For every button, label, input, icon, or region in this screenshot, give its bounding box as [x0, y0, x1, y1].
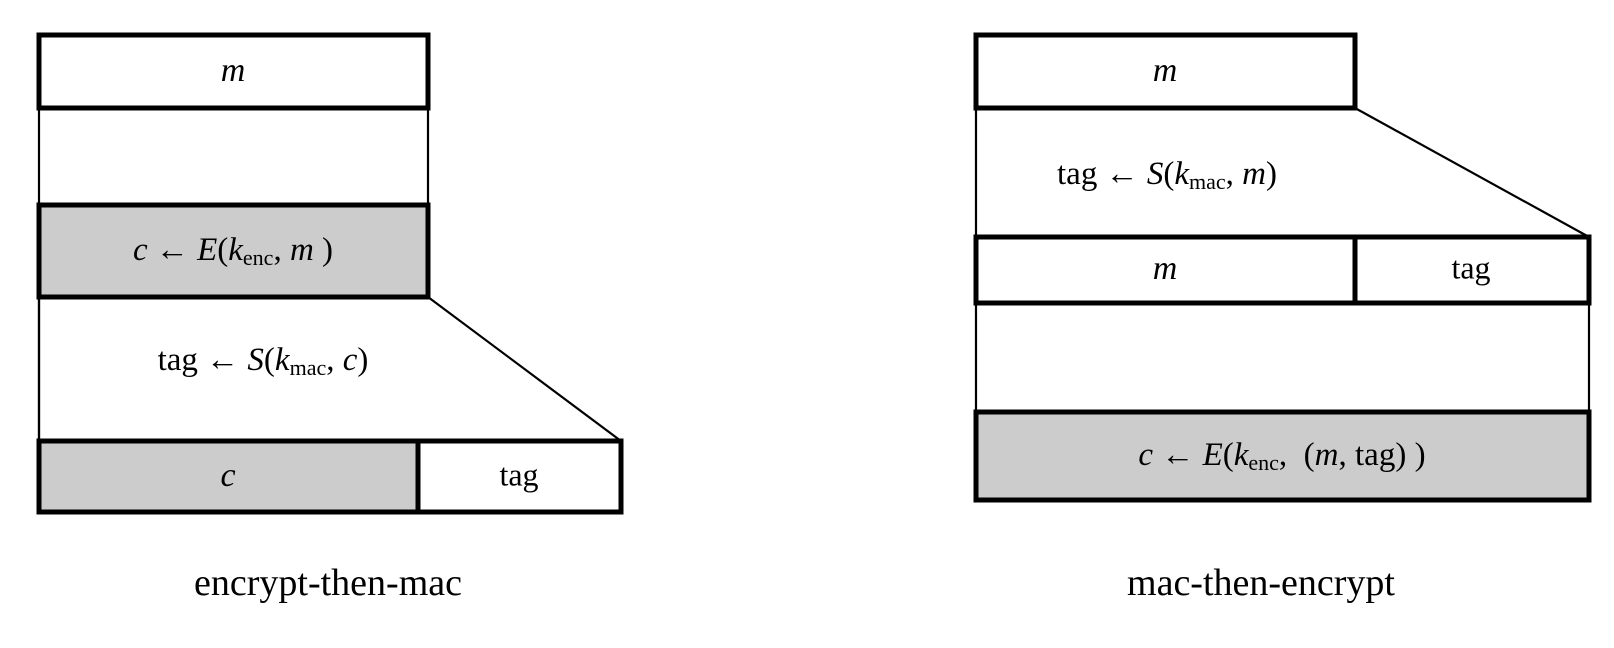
mte-enc-subscript: enc: [1248, 450, 1279, 475]
etm-mac-lparen: (: [264, 342, 275, 378]
mte-mac-rparen: ): [1266, 156, 1277, 192]
mte-enc-k: k: [1234, 437, 1250, 473]
etm-output-c-fill: [39, 441, 418, 512]
mte-message-label: m: [1153, 52, 1178, 89]
mte-mac-comma: ,: [1226, 156, 1243, 192]
etm-enc-E: E: [196, 232, 217, 268]
etm-enc-subscript: enc: [243, 245, 274, 270]
etm-mac-c: c: [343, 342, 358, 378]
etm-enc-c: c: [133, 232, 148, 268]
mte-mac-S: S: [1147, 156, 1164, 192]
etm-output-box: [36, 438, 624, 515]
etm-enc-k: k: [228, 232, 244, 268]
mte-encrypt-expression: c ← E(kenc, (m, tag) ): [1138, 437, 1425, 475]
mte-mac-lparen: (: [1163, 156, 1174, 192]
caption-encrypt-then-mac: encrypt-then-mac: [194, 562, 462, 604]
mte-mac-arrow: ←: [1097, 156, 1147, 192]
caption-mac-then-encrypt: mac-then-encrypt: [1127, 562, 1395, 604]
etm-enc-rparen: ): [314, 232, 333, 268]
mte-mac-tag: tag: [1057, 156, 1097, 192]
mte-intermediate-m-label: m: [1153, 250, 1178, 287]
etm-output-tag-fill: [418, 441, 621, 512]
etm-encrypt-expression: c ← E(kenc, m ): [133, 232, 333, 270]
mte-message-box-fill: [976, 35, 1355, 108]
mte-mac-m: m: [1242, 156, 1266, 192]
mte-enc-c: c: [1138, 437, 1153, 473]
etm-mac-comma: ,: [326, 342, 343, 378]
etm-mac-subscript: mac: [290, 355, 327, 380]
mte-enc-comma: , (: [1279, 437, 1315, 473]
etm-output-tag-label: tag: [499, 456, 538, 492]
mte-enc-arrow: ←: [1153, 437, 1203, 473]
mte-enc-E: E: [1202, 437, 1223, 473]
mte-message-box: [973, 32, 1358, 111]
etm-encrypt-box-fill: [39, 205, 428, 297]
mte-enc-comma2: ,: [1339, 437, 1356, 473]
etm-message-box-fill: [39, 35, 428, 108]
mte-intermediate-fill: [976, 237, 1589, 303]
mte-diagonal-connector: [1354, 107, 1590, 238]
etm-mac-tag: tag: [158, 342, 198, 378]
etm-enc-lparen: (: [217, 232, 228, 268]
diagram-encrypt-then-mac: m c ← E(kenc, m ) tag ← S(kmac, c) c tag…: [36, 32, 624, 604]
etm-mac-k: k: [275, 342, 291, 378]
mte-intermediate-tag-label: tag: [1451, 249, 1490, 285]
mte-mac-expression: tag ← S(kmac, m): [1057, 156, 1277, 194]
diagram-mac-then-encrypt: m tag ← S(kmac, m) m tag c ← E(kenc, (m,…: [973, 32, 1592, 604]
mte-enc-tag: tag: [1355, 437, 1395, 473]
etm-mac-expression: tag ← S(kmac, c): [158, 342, 369, 380]
etm-enc-arrow: ←: [148, 232, 198, 268]
etm-enc-m: m: [290, 232, 314, 268]
etm-enc-comma: ,: [273, 232, 290, 268]
etm-message-box: [36, 32, 431, 111]
mte-intermediate-box: [973, 234, 1592, 306]
mte-mac-k: k: [1174, 156, 1190, 192]
etm-mac-arrow: ←: [198, 342, 248, 378]
mte-encrypt-box-fill: [976, 412, 1589, 500]
mte-enc-lparen: (: [1223, 437, 1234, 473]
etm-diagonal-connector: [427, 296, 622, 442]
mte-enc-m: m: [1315, 437, 1339, 473]
etm-mac-rparen: ): [357, 342, 368, 378]
etm-mac-S: S: [247, 342, 264, 378]
mte-encrypt-box: [973, 409, 1592, 503]
etm-message-label: m: [221, 52, 246, 89]
mte-enc-rparen: ) ): [1395, 437, 1425, 473]
etm-encrypt-box: [36, 202, 431, 300]
mte-mac-subscript: mac: [1189, 169, 1226, 194]
etm-output-c-label: c: [220, 457, 235, 494]
